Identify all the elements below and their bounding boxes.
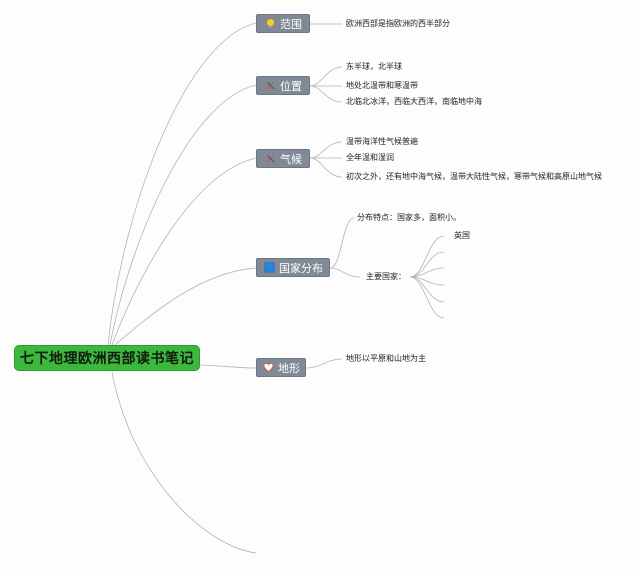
blue-square-icon — [263, 262, 275, 274]
main-country-item-1: 英国 — [454, 231, 470, 240]
heart-icon — [262, 362, 274, 374]
tools-icon — [264, 153, 276, 165]
terrain-item-1: 地形以平原和山地为主 — [346, 354, 426, 363]
topic-countries-label: 国家分布 — [279, 261, 323, 275]
link-countries-main — [329, 267, 361, 278]
link-climate-1 — [309, 141, 343, 159]
link-root-terrain — [199, 364, 257, 369]
link-location-1 — [309, 66, 343, 87]
climate-item-2: 全年温和湿润 — [346, 153, 394, 162]
climate-item-3: 初次之外，还有地中海气候，温带大陆性气候，寒带气候和高原山地气候 — [346, 172, 602, 181]
link-main-2 — [409, 251, 445, 278]
link-countries-dist — [329, 217, 355, 269]
topic-scope-label: 范围 — [280, 17, 302, 31]
topic-location[interactable]: 位置 — [256, 76, 310, 95]
link-main-1 — [409, 235, 445, 278]
link-climate-3 — [309, 157, 343, 178]
topic-climate[interactable]: 气候 — [256, 149, 310, 168]
topic-countries[interactable]: 国家分布 — [256, 258, 330, 277]
location-item-3: 北临北冰洋，西临大西洋，南临地中海 — [346, 97, 482, 106]
link-terrain-1 — [305, 358, 343, 369]
tools-icon — [264, 80, 276, 92]
link-root-scope — [107, 22, 257, 346]
link-root-tail — [111, 371, 257, 554]
topic-terrain[interactable]: 地形 — [256, 358, 306, 377]
topic-climate-label: 气候 — [280, 152, 302, 166]
link-root-climate — [111, 157, 257, 346]
climate-item-1: 温带海洋性气候普遍 — [346, 137, 418, 146]
link-root-location — [109, 84, 257, 346]
location-item-2: 地处北温带和寒温带 — [346, 81, 418, 90]
link-main-6 — [409, 276, 445, 319]
link-root-countries — [114, 267, 257, 346]
lightbulb-icon — [264, 18, 276, 30]
topic-terrain-label: 地形 — [278, 361, 300, 375]
scope-item-1: 欧洲西部是指欧洲的西半部分 — [346, 19, 450, 28]
topic-scope[interactable]: 范围 — [256, 14, 310, 33]
location-item-1: 东半球，北半球 — [346, 62, 402, 71]
root-topic[interactable]: 七下地理欧洲西部读书笔记 — [14, 345, 200, 371]
topic-location-label: 位置 — [280, 79, 302, 93]
link-main-3 — [409, 267, 445, 278]
countries-main-label: 主要国家： — [366, 272, 406, 281]
countries-distribution: 分布特点：国家多，面积小。 — [357, 213, 461, 222]
link-location-3 — [309, 85, 343, 103]
